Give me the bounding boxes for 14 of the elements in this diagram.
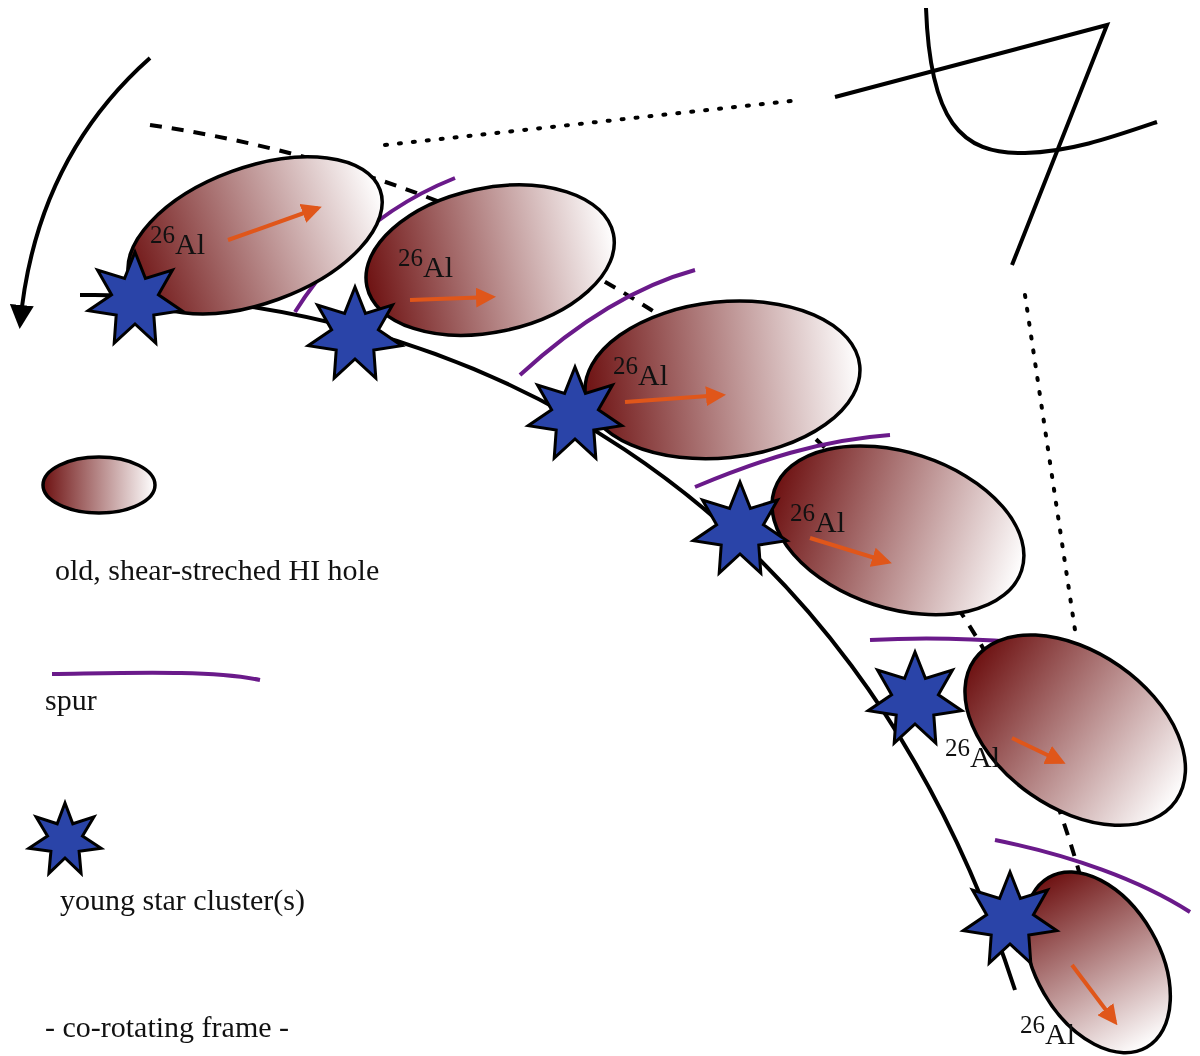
hi-hole-ellipse	[1023, 869, 1173, 1055]
isotope-label: $^{26}$Al	[150, 222, 205, 259]
hi-hole-ellipse	[363, 182, 617, 338]
legend-label: spur	[45, 685, 97, 715]
isotope-label: $^{26}$Al	[398, 245, 453, 282]
hi-hole-ellipse	[770, 443, 1026, 617]
isotope-label: $^{26}$Al	[613, 353, 668, 390]
legend-label: young star cluster(s)	[60, 885, 305, 915]
hi-hole-ellipse	[125, 154, 385, 316]
isotope-label: $^{26}$Al	[1020, 1012, 1075, 1049]
legend-label: old, shear-streched HI hole	[55, 555, 380, 585]
isotope-label: $^{26}$Al	[790, 500, 845, 537]
hi-hole-ellipse	[582, 299, 862, 461]
frame-note: - co-rotating frame -	[45, 1012, 290, 1042]
